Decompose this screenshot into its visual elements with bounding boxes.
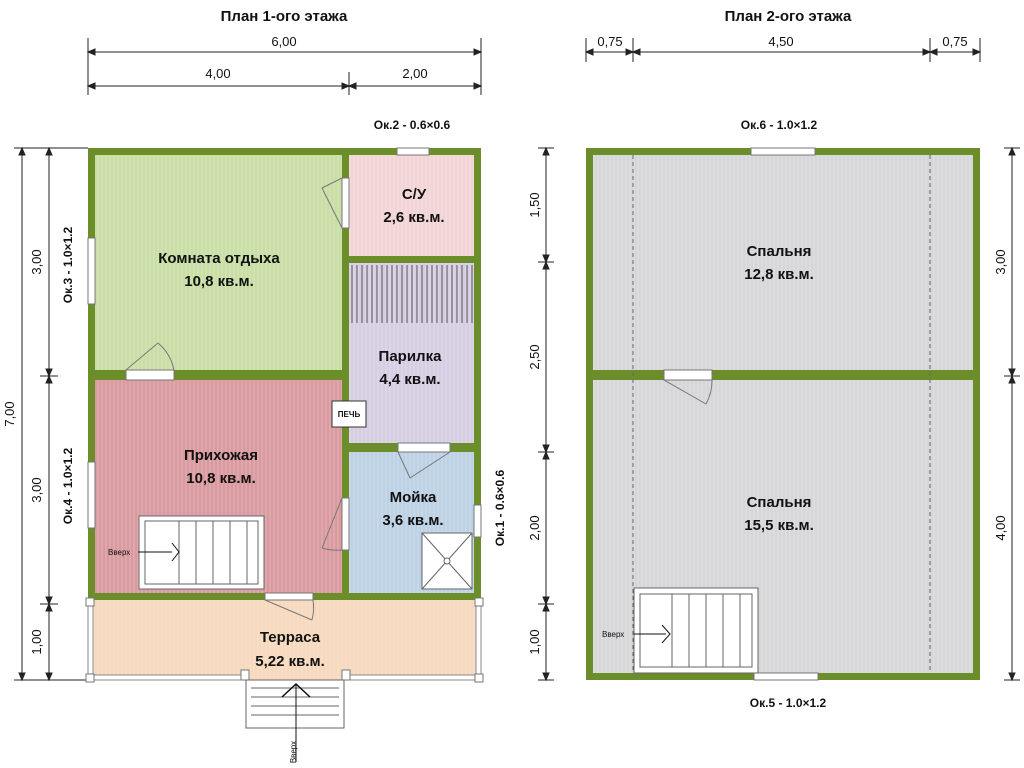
floor2-windows — [663, 147, 819, 681]
floor2-top-dimensions — [584, 38, 982, 62]
terrace-area: 5,22 кв.м. — [255, 653, 325, 670]
porch-steps — [245, 679, 345, 729]
dim-left-width: 4,00 — [205, 66, 230, 81]
stove-label: ПЕЧЬ — [338, 410, 361, 419]
wash-name: Мойка — [390, 489, 437, 506]
bedroom-2-area: 15,5 кв.м. — [744, 517, 814, 534]
bathroom-area: 2,6 кв.м. — [383, 209, 444, 226]
dim-total-width: 6,00 — [271, 34, 296, 49]
window-4-label: Ок.4 - 1.0×1.2 — [61, 447, 75, 524]
floor2-stairs — [633, 587, 759, 674]
dim-middle-height: 3,00 — [29, 477, 44, 502]
roof-slope-lines — [632, 155, 931, 673]
floor2-stairs-up-label: Вверх — [602, 630, 624, 639]
dim-right-width: 2,00 — [402, 66, 427, 81]
hallway-area: 10,8 кв.м. — [186, 470, 256, 487]
f2-dim-a: 1,50 — [527, 192, 542, 217]
terrace-name: Терраса — [260, 629, 321, 646]
f2-dim-d: 1,00 — [527, 629, 542, 654]
rest-room-name: Комната отдыха — [158, 250, 280, 267]
sauna-name: Парилка — [379, 348, 443, 365]
bathroom-name: С/У — [402, 186, 427, 203]
f2-dim-middle: 4,50 — [768, 34, 793, 49]
sauna-area: 4,4 кв.м. — [379, 371, 440, 388]
floor1-left-dimensions — [14, 146, 88, 682]
sauna-bench — [349, 265, 474, 323]
bedroom-1-name: Спальня — [747, 243, 812, 260]
window-1-label: Ок.1 - 0.6×0.6 — [493, 469, 507, 546]
f2-dim-right-upper: 3,00 — [993, 249, 1008, 274]
dim-upper-height: 3,00 — [29, 249, 44, 274]
porch-up-label: Вверх — [289, 741, 298, 763]
bedroom-2-name: Спальня — [747, 494, 812, 511]
floor1-doors — [125, 177, 451, 621]
f2-dim-left: 0,75 — [597, 34, 622, 49]
rest-room-area: 10,8 кв.м. — [184, 273, 254, 290]
dim-total-height: 7,00 — [2, 401, 17, 426]
f2-dim-c: 2,00 — [527, 515, 542, 540]
bedroom-1-area: 12,8 кв.м. — [744, 266, 814, 283]
dim-lower-height: 1,00 — [29, 629, 44, 654]
f2-dim-right-lower: 4,00 — [993, 515, 1008, 540]
window-3-label: Ок.3 - 1.0×1.2 — [61, 226, 75, 303]
floor1-plan: План 1-ого этажа 6,00 4,00 2,00 — [2, 8, 507, 763]
floor1-stairs-up-label: Вверх — [108, 548, 130, 557]
floor1-windows — [87, 147, 482, 538]
stove — [331, 400, 367, 428]
f2-dim-right: 0,75 — [942, 34, 967, 49]
floor1-stairs — [138, 515, 265, 590]
window-5-label: Ок.5 - 1.0×1.2 — [750, 696, 827, 710]
shower-tray-icon — [421, 532, 473, 590]
floor2-plan: План 2-ого этажа 0,75 4,50 0,75 — [527, 8, 1020, 710]
window-2-label: Ок.2 - 0.6×0.6 — [374, 118, 451, 132]
hallway-name: Прихожая — [184, 447, 258, 464]
floor2-title: План 2-ого этажа — [725, 8, 852, 25]
floor2-right-dimensions — [1004, 146, 1020, 682]
terrace-posts — [85, 597, 484, 683]
floor1-title: План 1-ого этажа — [221, 8, 348, 25]
window-6-label: Ок.6 - 1.0×1.2 — [741, 118, 818, 132]
floor1-top-dimensions — [86, 38, 483, 95]
f2-dim-b: 2,50 — [527, 344, 542, 369]
wash-area: 3,6 кв.м. — [382, 512, 443, 529]
floor2-left-dimensions — [538, 146, 554, 682]
